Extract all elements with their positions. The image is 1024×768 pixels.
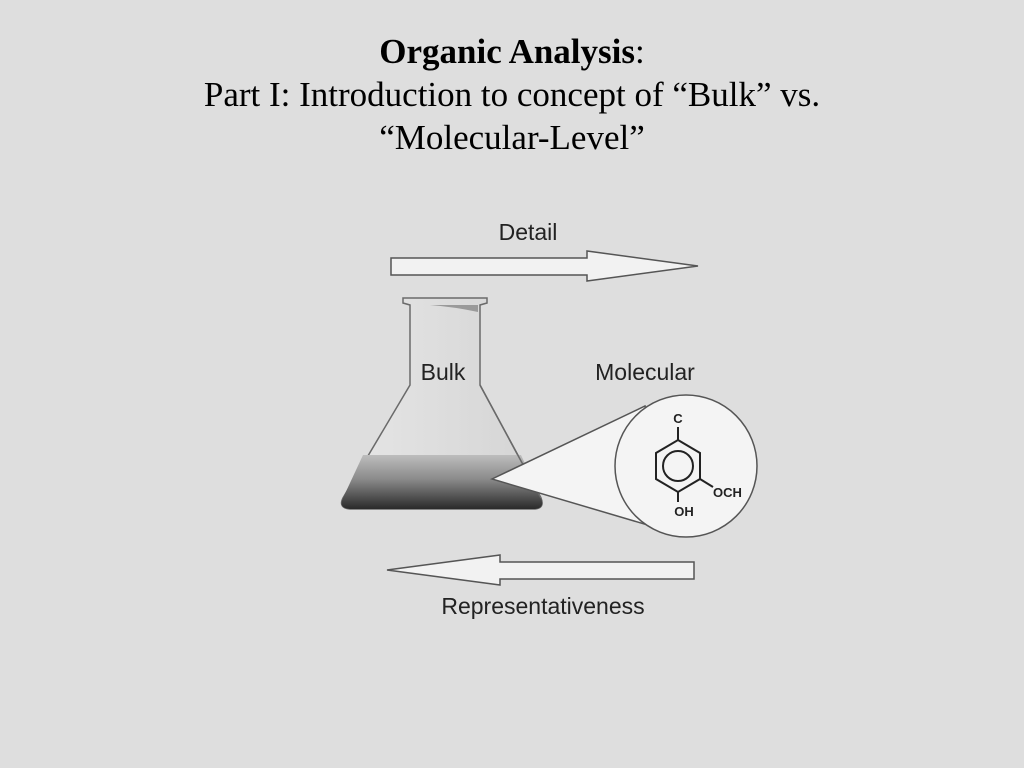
title-heading: Organic Analysis — [379, 32, 635, 71]
title-heading-colon: : — [635, 32, 645, 71]
benzene-ring-icon — [655, 427, 714, 502]
atom-och-label: OCH — [713, 485, 742, 500]
slide-title: Organic Analysis: Part I: Introduction t… — [0, 30, 1024, 159]
flask-liquid — [341, 455, 543, 509]
representativeness-arrow — [386, 554, 695, 586]
bulk-label: Bulk — [421, 359, 466, 385]
title-line-1: Organic Analysis: — [0, 30, 1024, 73]
representativeness-label: Representativeness — [441, 593, 644, 619]
title-line-2: Part I: Introduction to concept of “Bulk… — [203, 75, 821, 114]
atom-oh-label: OH — [674, 504, 694, 519]
detail-label: Detail — [499, 219, 558, 245]
molecular-label: Molecular — [595, 359, 695, 385]
erlenmeyer-flask-icon — [340, 297, 543, 510]
atom-c-label: C — [673, 411, 683, 426]
magnifier-circle — [614, 394, 758, 538]
title-line-3: “Molecular-Level” — [379, 118, 645, 157]
detail-arrow — [390, 250, 699, 282]
